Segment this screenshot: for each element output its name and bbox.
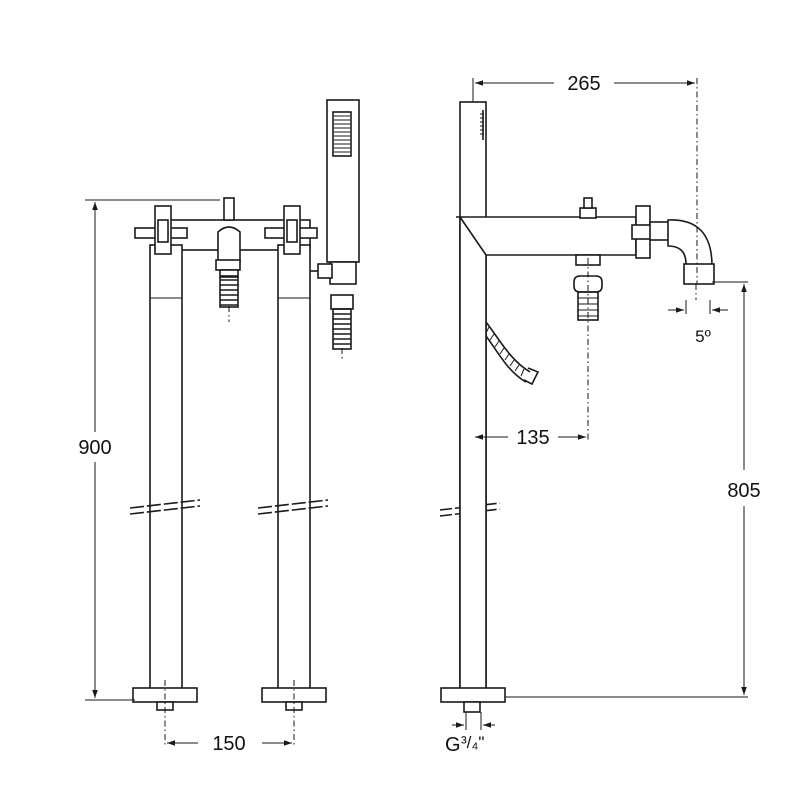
side-view — [439, 101, 715, 730]
connection-annotation: G ³/₄" — [445, 722, 495, 756]
distance-135-label: 135 — [516, 427, 549, 449]
side-mixer-body — [456, 197, 637, 691]
height-805-label: 805 — [727, 480, 760, 502]
right-break-mark — [257, 499, 329, 515]
projection-265-label: 265 — [567, 73, 600, 95]
diverter-knob — [223, 197, 235, 221]
height-900-label: 900 — [78, 437, 111, 459]
dimension-805: 805 — [505, 281, 761, 698]
left-cross-handle — [134, 205, 188, 255]
spacing-150-label: 150 — [212, 733, 245, 755]
dimension-135: 135 — [475, 427, 586, 449]
right-cross-handle — [264, 205, 318, 255]
angle-5-annotation: 5º — [668, 300, 728, 346]
dimension-265: 265 — [472, 73, 698, 284]
center-outlet — [215, 226, 241, 322]
left-pillar — [149, 244, 183, 691]
side-base-plate — [440, 687, 506, 703]
side-cross-handle — [631, 205, 671, 259]
side-hose — [485, 321, 540, 386]
front-view — [129, 99, 360, 745]
left-break-mark — [129, 499, 201, 515]
dimension-900: 900 — [78, 199, 220, 701]
hand-shower — [310, 99, 360, 360]
connection-fraction-label: ³/₄" — [461, 733, 484, 752]
side-spout — [667, 219, 715, 300]
dimension-150: 150 — [167, 733, 292, 755]
right-pillar — [277, 244, 311, 691]
angle-5-label: 5º — [695, 327, 711, 346]
connection-prefix-label: G — [445, 734, 461, 756]
